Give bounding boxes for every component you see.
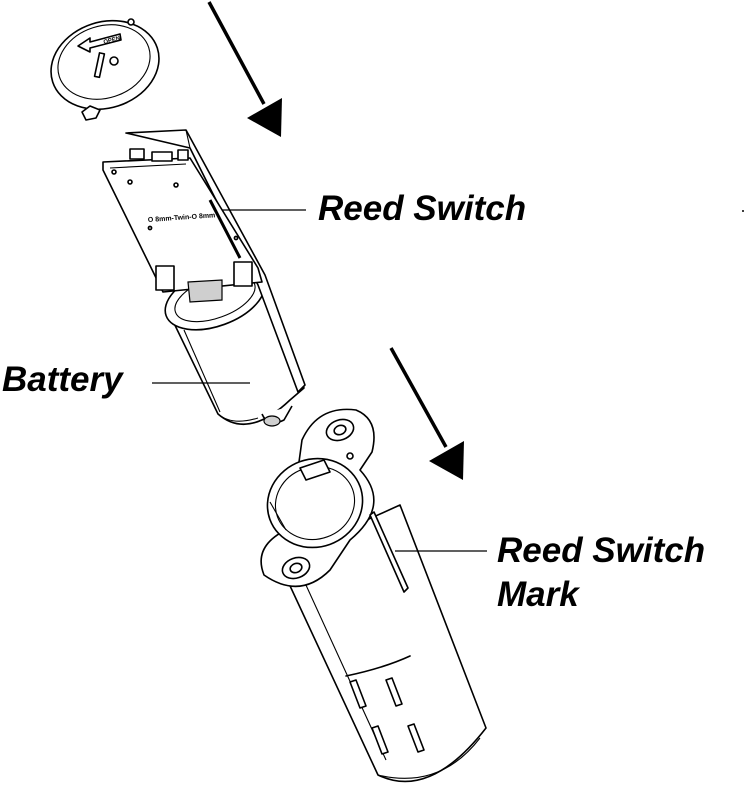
battery-label: Battery — [2, 360, 123, 399]
open-arrow-icon — [77, 33, 122, 53]
reed-switch-mark-label-line1: Reed Switch — [497, 531, 706, 570]
reed-switch-mark-label: Reed Switch Mark — [497, 529, 705, 617]
reed-switch-mark-slot — [369, 511, 409, 593]
cap-open-text: OPEN — [103, 36, 121, 46]
reed-switch-label: Reed Switch — [318, 189, 527, 228]
artifact-dot — [742, 210, 744, 212]
assembly-arrow-bottom — [389, 347, 464, 480]
assembly-arrow-top — [207, 1, 282, 137]
board-silkscreen-text: O 8mm-Twin-O 8mm — [148, 212, 216, 224]
housing-tube — [260, 408, 487, 783]
reed-switch-mark-label-line2: Mark — [497, 575, 579, 614]
battery-cap: OPEN — [50, 18, 160, 121]
circuit-board: O 8mm-Twin-O 8mm — [102, 129, 306, 393]
